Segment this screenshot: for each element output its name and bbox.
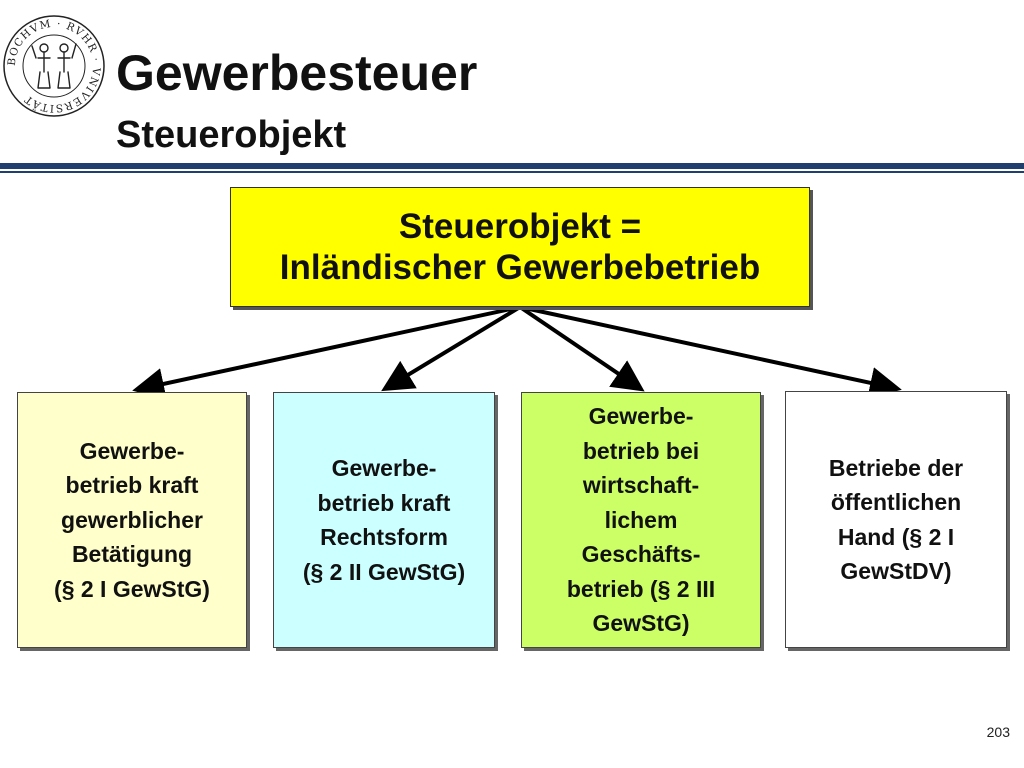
page-number: 203 — [986, 724, 1010, 740]
child-3-line: betrieb (§ 2 III — [566, 575, 716, 602]
child-3-line: Gewerbe- — [588, 403, 694, 430]
root-box-steuerobjekt: Steuerobjekt = Inländischer Gewerbebetri… — [230, 187, 810, 307]
child-1-line: (§ 2 I GewStG) — [54, 575, 210, 602]
university-seal-logo: BOCHVM · RVHR · VNIVERSITÄT — [2, 14, 106, 118]
root-line-1: Steuerobjekt = — [398, 206, 642, 246]
child-box-gewerbliche-betaetigung: Gewerbe- betrieb kraft gewerblicher Betä… — [17, 392, 247, 648]
child-2-line: Gewerbe- — [331, 455, 437, 481]
child-3-line: betrieb bei — [582, 437, 700, 464]
child-box-rechtsform: Gewerbe- betrieb kraft Rechtsform (§ 2 I… — [273, 392, 495, 648]
child-box-oeffentliche-hand: Betriebe der öffentlichen Hand (§ 2 I Ge… — [785, 391, 1007, 648]
child-4-line: GewStDV) — [840, 558, 952, 584]
child-1-line: Gewerbe- — [79, 437, 185, 464]
arrow-to-child-3 — [518, 305, 645, 392]
child-3-line: Geschäfts- — [581, 541, 701, 568]
arrow-to-child-4 — [519, 305, 902, 399]
child-2-line: Rechtsform — [320, 524, 448, 550]
child-3-line: wirtschaft- — [582, 472, 700, 499]
page-title: Gewerbesteuer — [116, 45, 478, 101]
child-3-line: GewStG) — [592, 610, 690, 637]
svg-text:BOCHVM · RVHR · VNIVERSITÄT: BOCHVM · RVHR · VNIVERSITÄT — [6, 18, 102, 114]
child-box-wirtschaftlicher-geschaeftsbetrieb: Gewerbe- betrieb bei wirtschaft- lichem … — [521, 392, 761, 648]
root-line-2: Inländischer Gewerbebetrieb — [279, 248, 761, 287]
title-divider-thin — [0, 171, 1024, 173]
arrow-to-child-2 — [381, 305, 522, 392]
child-3-line: lichem — [604, 506, 678, 533]
child-2-line: betrieb kraft — [317, 489, 451, 516]
child-1-line: betrieb kraft — [65, 472, 199, 499]
logo-ring-text: BOCHVM · RVHR · VNIVERSITÄT — [6, 18, 101, 114]
arrow-to-child-1 — [132, 305, 521, 400]
child-4-line: öffentlichen — [830, 489, 962, 515]
page-subtitle: Steuerobjekt — [116, 114, 347, 156]
child-4-line: Betriebe der — [828, 454, 964, 481]
child-2-line: (§ 2 II GewStG) — [302, 558, 466, 585]
child-4-line: Hand (§ 2 I — [837, 523, 955, 550]
child-1-line: gewerblicher — [61, 506, 203, 533]
child-1-line: Betätigung — [71, 541, 193, 568]
title-divider — [0, 163, 1024, 169]
